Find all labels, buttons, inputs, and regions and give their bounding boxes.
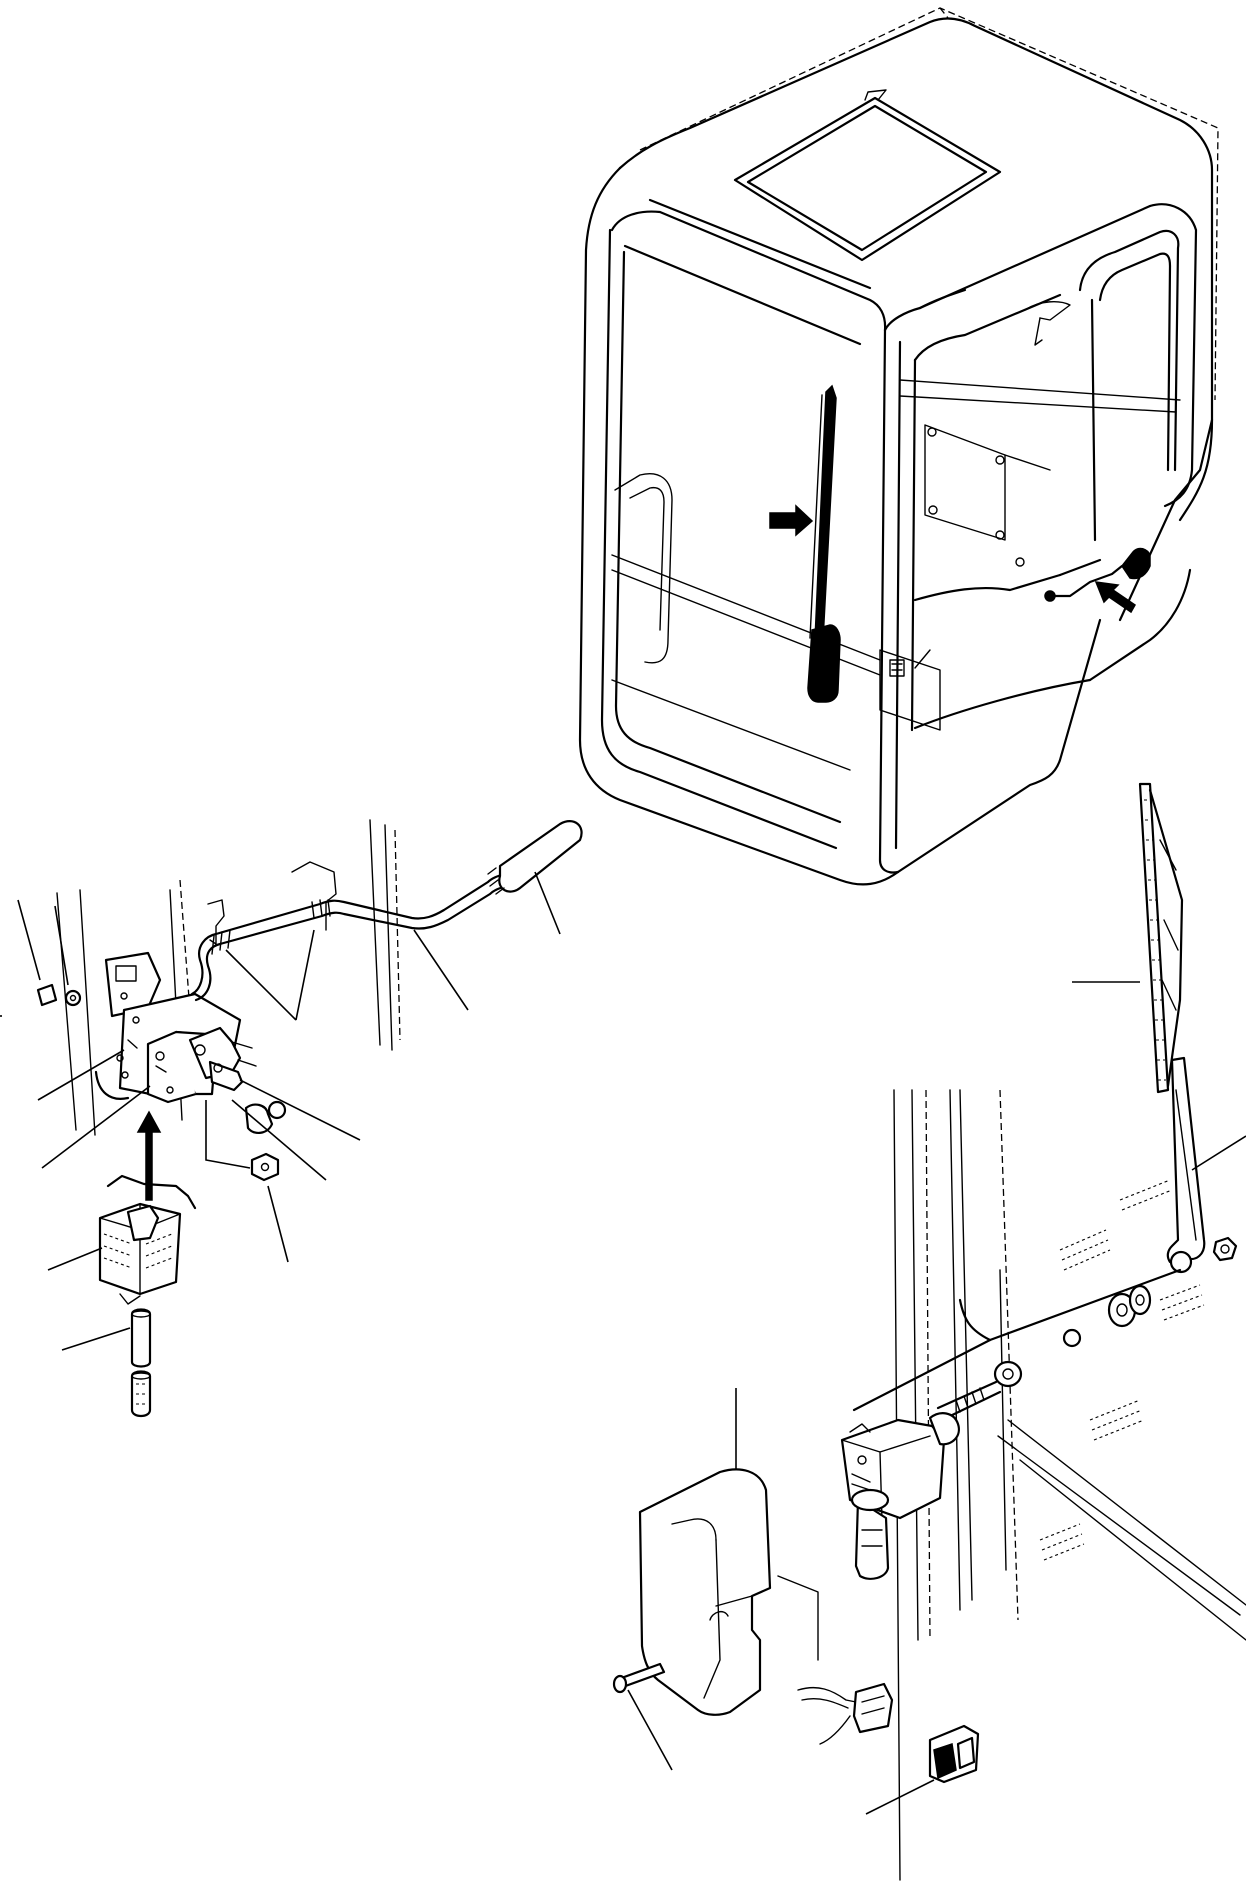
rocker-switch-icon bbox=[865, 1724, 980, 1815]
window-frame bbox=[893, 1089, 1246, 1881]
wiper-motor-icon bbox=[735, 1268, 1182, 1580]
cab-icon bbox=[578, 7, 1219, 886]
door-lock-icon bbox=[36, 819, 401, 1418]
lock-leaders bbox=[0, 899, 361, 1351]
wiper-icon bbox=[1072, 782, 1246, 1274]
connector-icon bbox=[797, 1682, 894, 1745]
motor-cover-icon bbox=[612, 1468, 819, 1771]
door-handle-icon bbox=[190, 820, 583, 1021]
